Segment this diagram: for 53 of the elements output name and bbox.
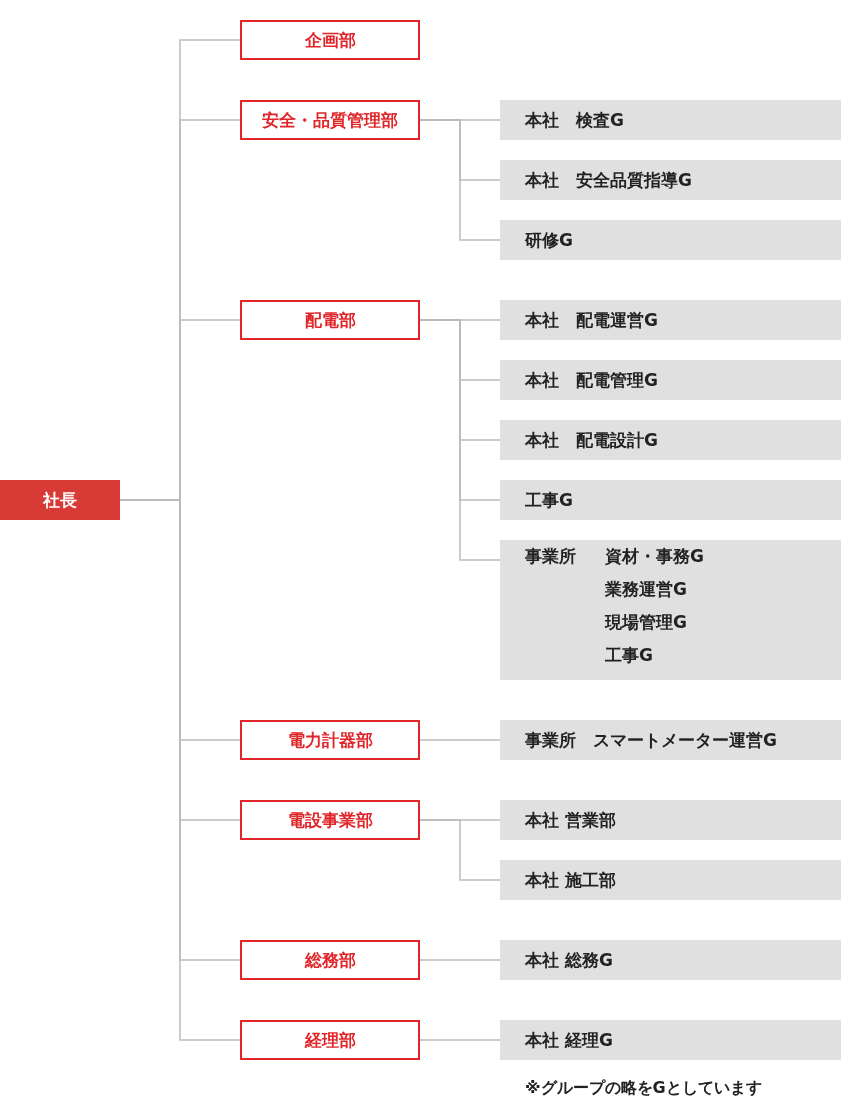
department-name: 電力計器部 <box>287 728 373 752</box>
connector-line <box>419 1039 501 1041</box>
group-name: 工事G <box>605 644 653 667</box>
department-box <box>240 300 420 340</box>
department-box <box>240 720 420 760</box>
department-name: 総務部 <box>304 948 356 972</box>
footnote: ※グループの略をGとしています <box>525 1078 762 1099</box>
group-name: 工事G <box>525 488 573 512</box>
connector-line <box>419 959 501 961</box>
group-name: 本社 安全品質指導G <box>525 168 692 192</box>
group-box <box>500 480 841 520</box>
department-name: 経理部 <box>304 1028 356 1052</box>
department-box <box>240 1020 420 1060</box>
group-box <box>500 360 841 400</box>
group-box <box>500 420 841 460</box>
group-name: 本社 配電設計G <box>525 428 658 452</box>
department-box <box>240 20 420 60</box>
connector-line <box>419 119 501 241</box>
group-name: 本社 経理G <box>525 1028 613 1052</box>
department-box <box>240 800 420 840</box>
group-name: 本社 配電運営G <box>525 308 658 332</box>
group-name: 研修G <box>525 228 573 252</box>
group-box <box>500 940 841 980</box>
group-box <box>500 540 841 680</box>
group-name: 本社 施工部 <box>525 868 616 892</box>
department-box <box>240 100 420 140</box>
office-label: 事業所 <box>525 545 576 568</box>
connector-line <box>419 819 501 881</box>
group-box <box>500 300 841 340</box>
department-name: 安全・品質管理部 <box>262 108 398 132</box>
group-name: 本社 総務G <box>525 948 613 972</box>
group-box <box>500 220 841 260</box>
group-box <box>500 860 841 900</box>
department-name: 企画部 <box>304 28 356 52</box>
connector-line <box>419 739 501 741</box>
connector-line <box>419 319 501 561</box>
group-name: 事業所 スマートメーター運営G <box>525 728 777 752</box>
group-box <box>500 720 841 760</box>
group-box <box>500 800 841 840</box>
group-name: 業務運営G <box>605 578 687 601</box>
group-name: 現場管理G <box>605 611 687 634</box>
department-name: 電設事業部 <box>287 808 373 832</box>
department-box <box>240 940 420 980</box>
group-name: 本社 配電管理G <box>525 368 658 392</box>
group-box <box>500 100 841 140</box>
group-name: 本社 検査G <box>525 108 624 132</box>
group-name: 資材・事務G <box>605 545 704 568</box>
group-box <box>500 160 841 200</box>
group-name: 本社 営業部 <box>525 808 616 832</box>
title-label: 社長 <box>43 488 77 512</box>
group-box <box>500 1020 841 1060</box>
president-box <box>0 480 120 520</box>
department-name: 配電部 <box>304 308 356 332</box>
